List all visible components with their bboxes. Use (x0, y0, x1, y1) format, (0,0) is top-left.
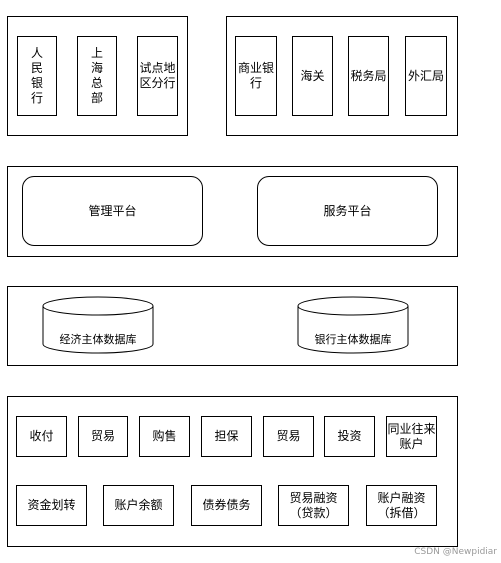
business-item: 投资 (324, 416, 375, 457)
node-forex-bureau: 外汇局 (405, 36, 447, 116)
management-platform: 管理平台 (22, 176, 203, 246)
economic-entity-database: 经济主体数据库 (42, 296, 154, 356)
database-cylinder-icon (42, 296, 154, 354)
business-item: 收付 (16, 416, 67, 457)
node-renmin-bank: 人 民 银 行 (17, 36, 57, 116)
node-commercial-bank: 商业银 行 (235, 36, 277, 116)
business-item: 贸易 (263, 416, 314, 457)
business-item: 购售 (139, 416, 190, 457)
business-item: 同业往来 账户 (386, 416, 437, 457)
bank-entity-database-label: 银行主体数据库 (314, 333, 392, 346)
business-item: 贸易 (78, 416, 128, 457)
business-item: 账户余额 (103, 485, 174, 526)
business-item: 债券债务 (191, 485, 262, 526)
node-pilot-branch: 试点地 区分行 (137, 36, 178, 116)
business-item: 资金划转 (16, 485, 87, 526)
economic-entity-database-label: 经济主体数据库 (59, 333, 137, 346)
node-shanghai-hq: 上 海 总 部 (77, 36, 117, 116)
node-tax-bureau: 税务局 (348, 36, 389, 116)
node-customs: 海关 (292, 36, 333, 116)
watermark: CSDN @Newpidiar (414, 547, 497, 557)
service-platform: 服务平台 (257, 176, 438, 246)
business-item: 账户融资 （拆借） (366, 485, 437, 526)
database-cylinder-icon (297, 296, 409, 354)
business-item: 担保 (201, 416, 252, 457)
business-item: 贸易融资 （贷款） (278, 485, 349, 526)
bank-entity-database: 银行主体数据库 (297, 296, 409, 356)
